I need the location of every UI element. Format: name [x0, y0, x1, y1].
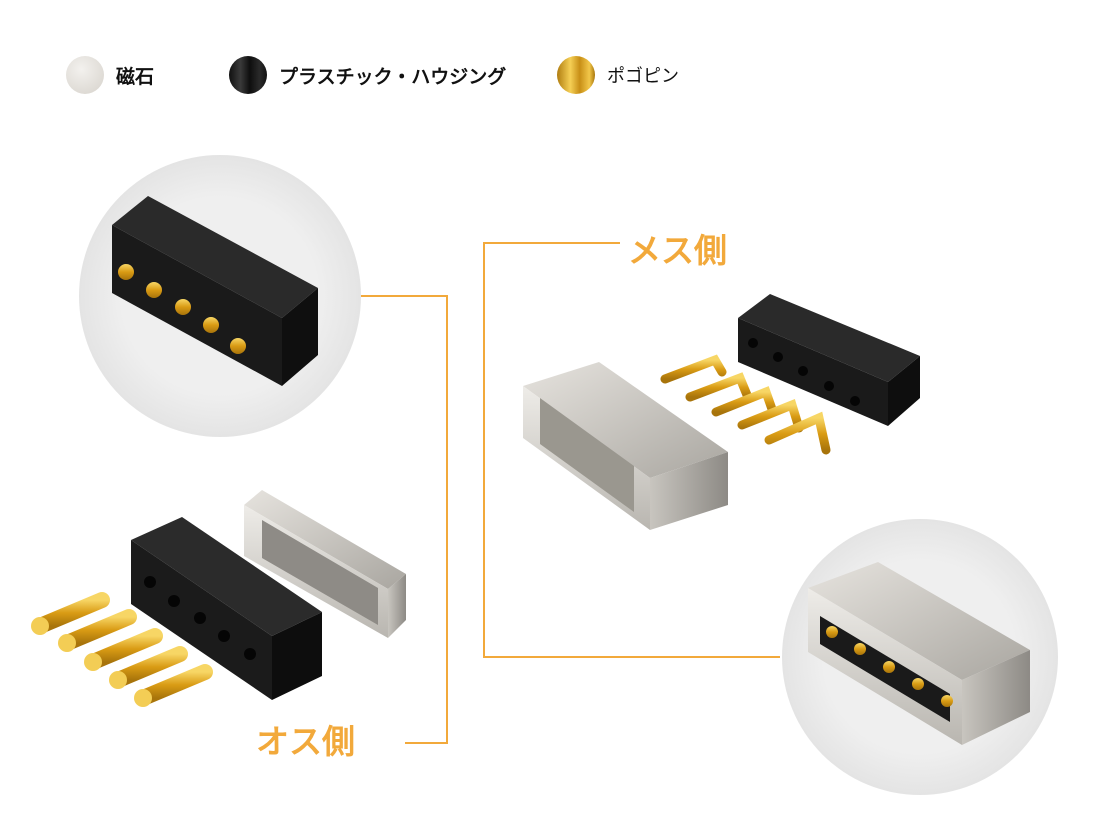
male-magnet-frame — [244, 490, 406, 638]
female-exploded-view — [523, 294, 920, 530]
legend-label-magnet: 磁石 — [116, 65, 155, 88]
legend-pogo-pin: ポゴピン — [557, 56, 679, 94]
male-exploded-view — [31, 490, 406, 707]
female-callout-line — [483, 242, 780, 658]
male-side-label: オス側 — [256, 722, 355, 761]
male-detail-circle — [79, 155, 361, 437]
female-pogo-pins — [660, 354, 831, 455]
male-closeup-pins — [118, 264, 246, 354]
female-detail-circle — [782, 519, 1058, 795]
pogo-pin-swatch-icon — [557, 56, 595, 94]
female-housing — [738, 294, 920, 426]
plastic-housing-swatch-icon — [229, 56, 267, 94]
magnet-swatch-icon — [66, 56, 104, 94]
callout-lines — [358, 242, 780, 744]
legend-magnet: 磁石 — [66, 56, 154, 94]
female-side-label: メス側 — [628, 231, 727, 270]
legend-plastic-housing: プラスチック・ハウジング — [229, 56, 506, 94]
female-magnet-frame — [523, 362, 728, 530]
legend-label-pogo-pin: ポゴピン — [607, 66, 679, 87]
male-pogo-pins — [31, 592, 213, 707]
female-closeup-pins — [826, 626, 953, 707]
male-callout-line — [358, 295, 448, 744]
male-housing — [131, 517, 322, 700]
legend-label-plastic-housing: プラスチック・ハウジング — [279, 65, 507, 88]
